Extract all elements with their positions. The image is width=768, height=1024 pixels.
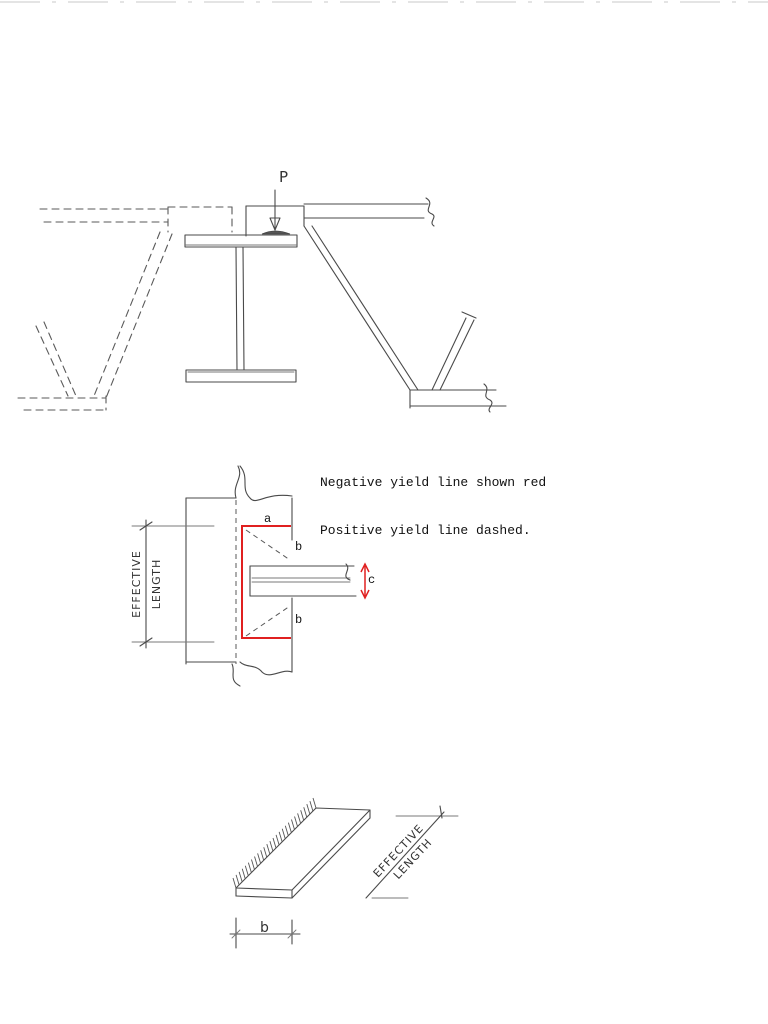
hatch-stroke [297, 813, 302, 824]
load-arrow: P [269, 168, 288, 231]
hatch-stroke [244, 865, 249, 876]
negative-yield-line [241, 525, 291, 639]
hatch-stroke [309, 800, 314, 812]
weld-mark [261, 230, 291, 235]
hatch-stroke [303, 807, 308, 818]
effective-length-inclined: EFFECTIVE LENGTH [365, 805, 459, 899]
hatch-stroke [281, 828, 286, 839]
hatch-stroke [251, 859, 255, 870]
top-chord-right [245, 197, 435, 237]
i-beam [184, 234, 298, 383]
hatch-stroke [294, 816, 298, 827]
hatch-stroke [263, 847, 268, 858]
label-a: a [264, 512, 271, 526]
supporting-plate [185, 465, 293, 687]
hatch-stroke [284, 825, 289, 836]
label-b-top: b [295, 540, 302, 554]
dashed-bottom-chord [17, 395, 107, 411]
dimension-c: c [360, 562, 375, 600]
hatch-stroke [272, 837, 277, 849]
label-c: c [368, 573, 375, 587]
hatch-stroke [247, 862, 252, 873]
effective-length-dimension: EFFECTIVE LENGTH [130, 519, 215, 649]
hatch-stroke [241, 868, 246, 879]
hatch-stroke [306, 804, 311, 815]
hatch-stroke [238, 871, 243, 882]
hatch-stroke [266, 844, 271, 855]
hatch-stroke [291, 819, 295, 830]
hatch-stroke [269, 840, 274, 852]
effective-length-label-line1: EFFECTIVE [130, 550, 143, 618]
legend-negative-yield: Negative yield line shown red [320, 475, 547, 490]
hatch-stroke [287, 822, 292, 833]
label-b-bottom: b [295, 613, 302, 627]
fixed-edge-hatching [232, 797, 317, 889]
figure-effective-strip: b EFFECTIVE LENGTH [229, 797, 459, 949]
diagonal-web-right [303, 225, 419, 391]
inclined-member [431, 311, 477, 391]
hatch-stroke [254, 856, 258, 867]
load-label: P [279, 168, 288, 186]
figure-yield-lines: c a b b EFFECTIVE LENGTH [130, 465, 375, 687]
hatch-stroke [312, 797, 317, 809]
hatch-stroke [300, 810, 305, 821]
hatch-stroke [257, 853, 262, 864]
legend-positive-yield: Positive yield line dashed. [320, 523, 531, 538]
attached-plate [249, 563, 357, 597]
hatch-stroke [232, 877, 237, 889]
strip-plate [235, 807, 371, 899]
bottom-chord-right [409, 383, 507, 413]
figure-truss-joint: P [17, 168, 507, 413]
dashed-top-chord [39, 206, 233, 233]
effective-length-label-line2: LENGTH [150, 559, 163, 609]
label-b: b [260, 920, 269, 936]
hatch-stroke [278, 831, 283, 842]
legend: Negative yield line shown red Positive y… [320, 443, 546, 555]
dashed-diagonal-web [35, 231, 173, 399]
hatch-stroke [260, 850, 265, 861]
dimension-b: b [229, 917, 301, 949]
hatch-stroke [235, 874, 240, 886]
positive-yield-lines [245, 529, 291, 637]
hatch-stroke [275, 834, 280, 846]
